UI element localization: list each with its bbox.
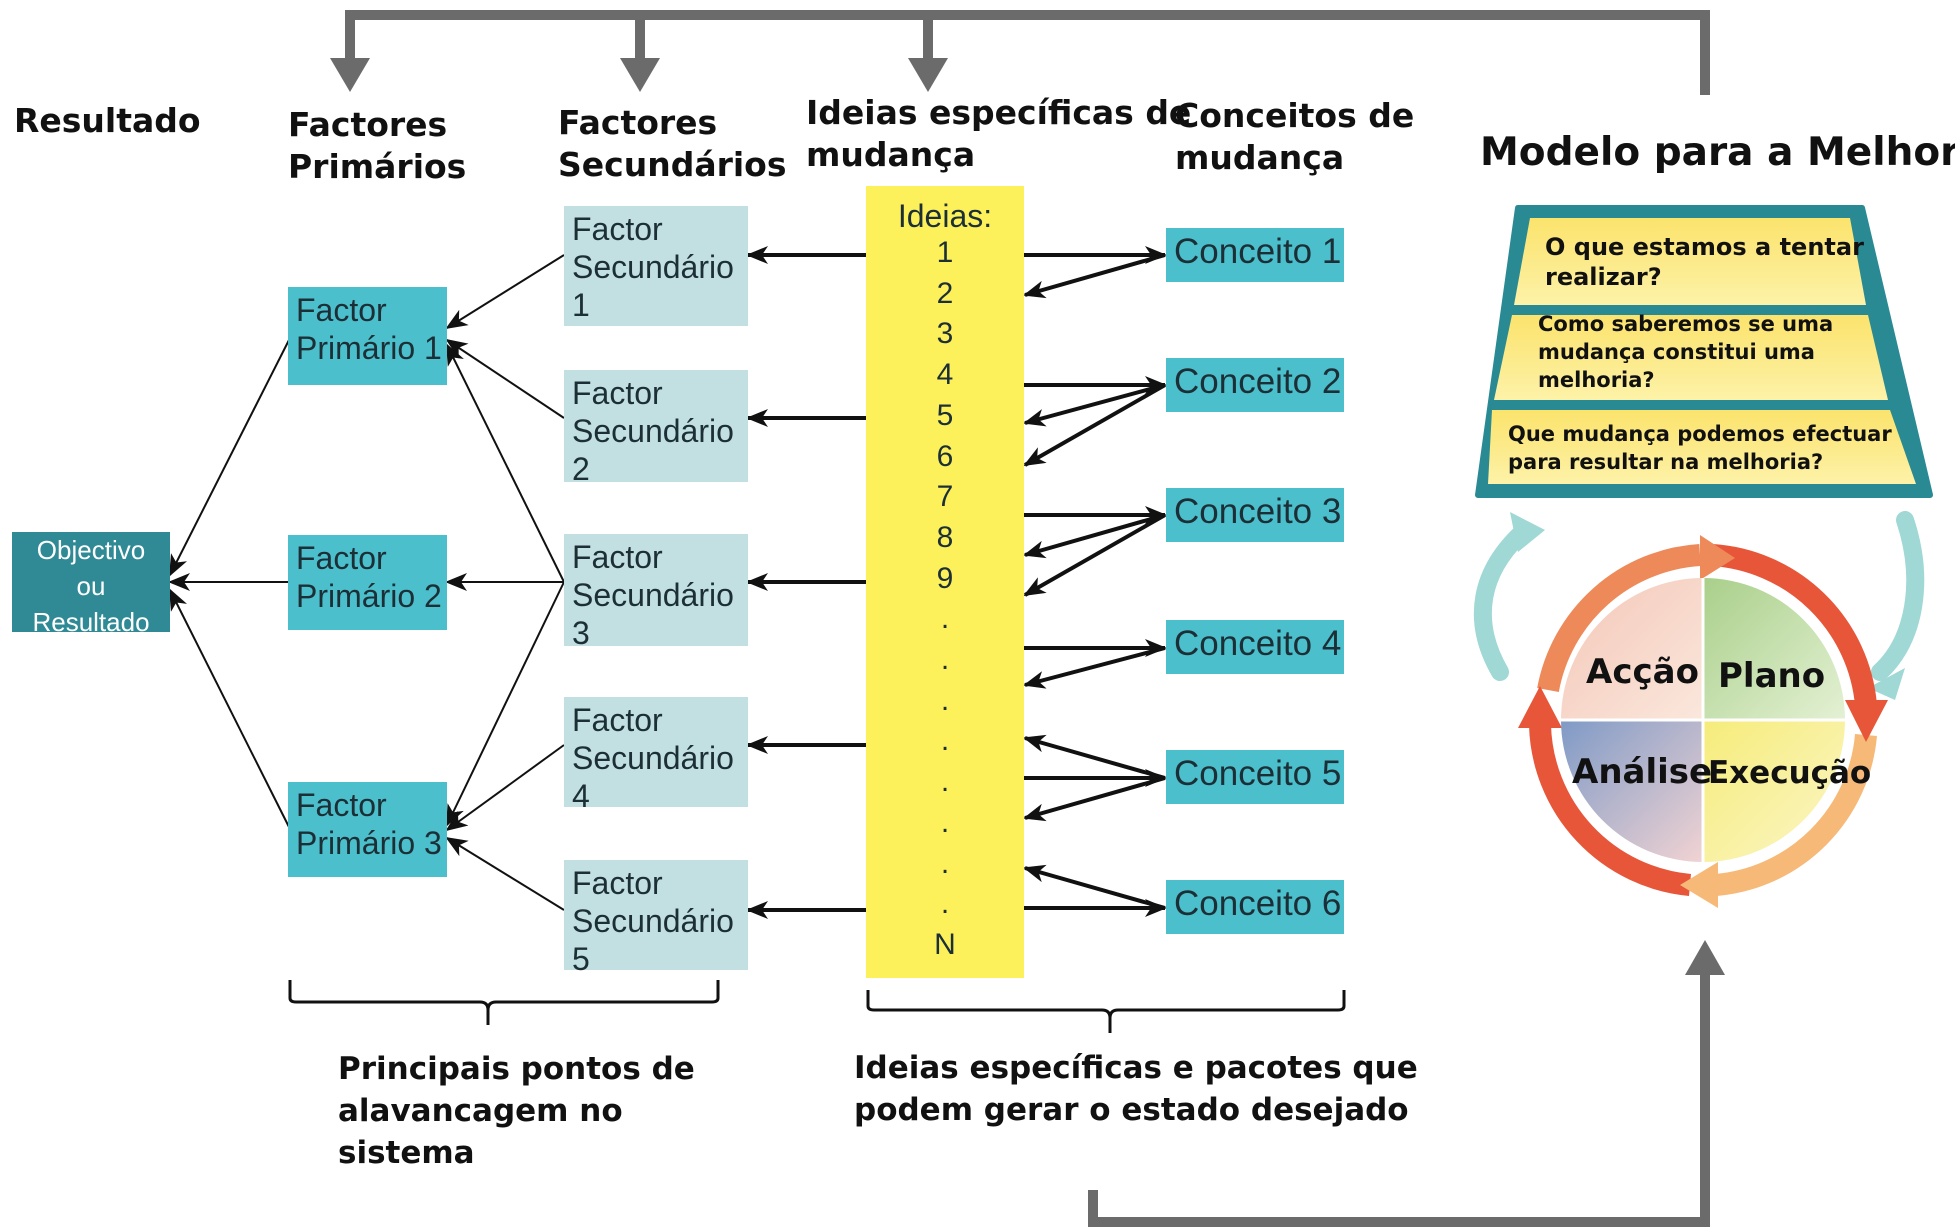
concept-3: Conceito 3	[1166, 488, 1344, 542]
secondary-to-primary-arrows	[445, 254, 565, 911]
concept-1: Conceito 1	[1166, 228, 1344, 282]
model-questions-pyramid	[1475, 205, 1933, 498]
ideas-concepts-arrows	[1023, 246, 1167, 917]
model-question-1: O que estamos a tentar realizar?	[1545, 233, 1864, 291]
idea-item: 4	[936, 358, 954, 392]
idea-item: 3	[936, 317, 954, 351]
pdsa-accao: Acção	[1586, 652, 1699, 692]
ideas-label: Ideias:	[897, 198, 993, 234]
bracket-right	[866, 990, 1346, 1033]
goal-box: Objectivo ou Resultado	[12, 532, 170, 637]
primary-factor-2: Factor Primário 2	[288, 535, 447, 630]
feedback-frame-top	[345, 10, 1710, 95]
primary-factor-1: Factor Primário 1	[288, 287, 447, 385]
idea-item: .	[940, 846, 950, 880]
feedback-arrowhead-bottom	[1685, 940, 1725, 975]
secondary-factor-1: Factor Secundário 1	[564, 206, 748, 326]
footnote-specific-ideas: Ideias específicas e pacotes que podem g…	[854, 1050, 1418, 1128]
model-swoosh-arrowheads	[1510, 512, 1905, 700]
idea-item: .	[940, 683, 950, 717]
pdsa-analise: Análise	[1572, 752, 1713, 792]
model-question-3: Que mudança podemos efectuar para result…	[1508, 422, 1892, 474]
idea-item: .	[940, 724, 950, 758]
idea-item: 5	[936, 398, 954, 432]
pdsa-execucao: Execução	[1708, 755, 1872, 791]
idea-item: 1	[936, 236, 954, 269]
primary-to-goal-arrows	[168, 337, 291, 830]
idea-item: .	[940, 887, 950, 921]
header-resultado: Resultado	[14, 101, 201, 140]
pdsa-wheel	[1518, 535, 1888, 908]
idea-item: .	[940, 602, 950, 636]
idea-item: N	[934, 927, 956, 961]
header-factores-secundarios: Factores Secundários	[558, 103, 787, 184]
pdsa-plano: Plano	[1718, 656, 1826, 696]
secondary-factor-3: Factor Secundário 3	[564, 534, 748, 651]
feedback-arrowheads-top	[330, 58, 948, 92]
ideas-to-secondary-arrows	[746, 246, 866, 919]
concept-5: Conceito 5	[1166, 750, 1344, 804]
idea-item: .	[940, 765, 950, 799]
idea-item: 8	[936, 520, 954, 554]
footnote-leverage-points: Principais pontos de alavancagem no sist…	[338, 1051, 695, 1171]
header-factores-primarios: Factores Primários	[288, 105, 467, 186]
header-conceitos: Conceitos de mudança	[1175, 96, 1415, 177]
header-ideias-especificas: Ideias específicas de mudança	[806, 93, 1192, 174]
model-swoosh-arrows	[1473, 511, 1925, 681]
idea-item: .	[940, 643, 950, 676]
model-title: Modelo para a Melhoria	[1480, 130, 1955, 175]
concept-2: Conceito 2	[1166, 358, 1344, 412]
idea-item: 7	[936, 480, 954, 514]
feedback-frame-bottom	[1088, 965, 1710, 1227]
idea-item: .	[940, 805, 950, 839]
concept-6: Conceito 6	[1166, 880, 1344, 934]
concept-4: Conceito 4	[1166, 620, 1344, 674]
secondary-factor-2: Factor Secundário 2	[564, 370, 748, 487]
idea-item: 6	[936, 439, 954, 473]
secondary-factor-4: Factor Secundário 4	[564, 697, 748, 814]
idea-item: 9	[936, 561, 954, 595]
idea-item: 2	[936, 276, 954, 310]
secondary-factor-5: Factor Secundário 5	[564, 860, 748, 977]
bracket-left	[288, 980, 720, 1025]
model-question-2: Como saberemos se uma mudança constitui …	[1538, 312, 1834, 392]
primary-factor-3: Factor Primário 3	[288, 782, 447, 877]
ideas-bar: Ideias: 1 2 3 4 5 6 7 8 9........ N	[866, 186, 1024, 978]
